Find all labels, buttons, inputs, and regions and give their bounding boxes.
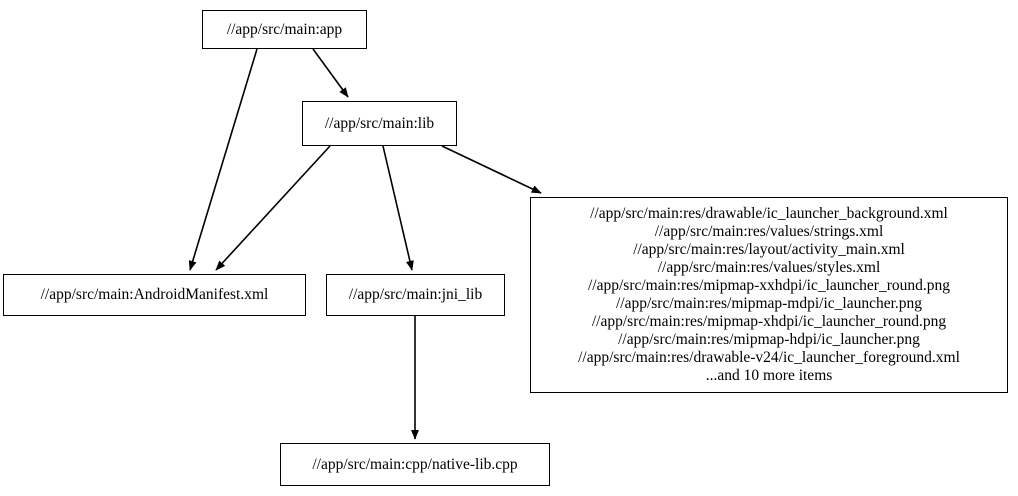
node-android-manifest-label: //app/src/main:AndroidManifest.xml [40, 286, 269, 304]
node-jni-lib-label: //app/src/main:jni_lib [348, 286, 483, 304]
edge-app-to-manifest [188, 48, 258, 271]
edge-lib-to-jni-lib [382, 145, 414, 271]
node-lib-label: //app/src/main:lib [324, 114, 435, 132]
node-resources-group[interactable]: //app/src/main:res/drawable/ic_launcher_… [530, 197, 1008, 393]
edge-app-to-lib [312, 48, 349, 98]
node-app-label: //app/src/main:app [226, 20, 343, 38]
node-resources-group-label: //app/src/main:res/drawable/ic_launcher_… [578, 205, 960, 384]
node-lib[interactable]: //app/src/main:lib [302, 101, 457, 146]
edge-lib-to-resources [441, 145, 542, 194]
edge-lib-to-manifest [215, 145, 331, 271]
node-android-manifest[interactable]: //app/src/main:AndroidManifest.xml [3, 274, 306, 316]
node-native-lib-cpp-label: //app/src/main:cpp/native-lib.cpp [312, 455, 518, 473]
node-app[interactable]: //app/src/main:app [202, 10, 367, 49]
node-jni-lib[interactable]: //app/src/main:jni_lib [326, 274, 505, 316]
node-native-lib-cpp[interactable]: //app/src/main:cpp/native-lib.cpp [280, 443, 550, 486]
